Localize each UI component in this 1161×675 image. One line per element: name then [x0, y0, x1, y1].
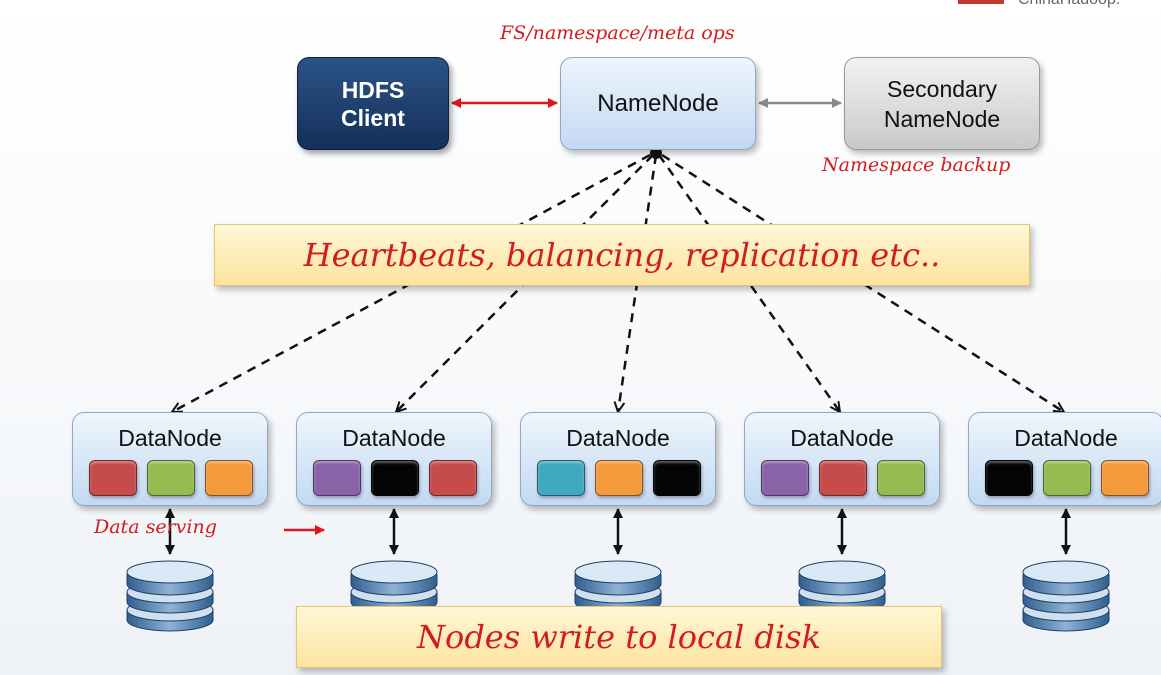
local-disk-banner-text: Nodes write to local disk [417, 618, 821, 656]
client-label-line1: HDFS [341, 76, 405, 103]
data-block-red [89, 460, 137, 496]
namespace-backup-label: Namespace backup [822, 154, 1011, 176]
hdfs-client-node: HDFS Client [297, 57, 449, 150]
heartbeat-banner-text: Heartbeats, balancing, replication etc.. [303, 236, 941, 274]
client-label-line2: Client [341, 104, 405, 131]
data-block-teal [537, 460, 585, 496]
data-block-orange [595, 460, 643, 496]
data-block-black [985, 460, 1033, 496]
datanode-label: DataNode [566, 425, 670, 451]
heartbeat-line-1 [172, 153, 651, 414]
data-block-purple [313, 460, 361, 496]
data-block-red [819, 460, 867, 496]
datanode-label: DataNode [342, 425, 446, 451]
disk-arrows [165, 508, 1071, 555]
block-group [761, 460, 925, 496]
secondary-label-line1: Secondary [887, 75, 997, 102]
data-block-red [429, 460, 477, 496]
block-group [985, 460, 1149, 496]
meta-ops-label: FS/namespace/meta ops [500, 22, 735, 44]
block-group [537, 460, 701, 496]
block-group [313, 460, 477, 496]
datanode-3: DataNode [520, 412, 716, 506]
data-block-black [371, 460, 419, 496]
data-block-green [1043, 460, 1091, 496]
data-block-purple [761, 460, 809, 496]
datanode-5: DataNode [968, 412, 1161, 506]
local-disk-icon [125, 558, 215, 634]
data-block-green [147, 460, 195, 496]
datanode-2: DataNode [296, 412, 492, 506]
datanode-1: DataNode [72, 412, 268, 506]
data-serving-label: Data serving [94, 516, 217, 538]
watermark-text: ChinaHadoop. [1018, 0, 1120, 9]
namenode-label: NameNode [597, 89, 719, 117]
heartbeat-line-4 [657, 154, 840, 412]
local-disk-icon [1021, 558, 1111, 634]
heartbeat-banner: Heartbeats, balancing, replication etc.. [214, 224, 1030, 286]
data-block-green [877, 460, 925, 496]
datanode-label: DataNode [118, 425, 222, 451]
watermark-bar [958, 0, 1004, 4]
secondary-namenode-node: Secondary NameNode [844, 57, 1040, 150]
data-block-orange [1101, 460, 1149, 496]
namenode-hub-dot [650, 147, 662, 159]
data-block-black [653, 460, 701, 496]
datanode-label: DataNode [790, 425, 894, 451]
local-disk-banner: Nodes write to local disk [296, 606, 942, 668]
block-group [89, 460, 253, 496]
namenode-node: NameNode [560, 57, 756, 150]
data-block-orange [205, 460, 253, 496]
datanode-label: DataNode [1014, 425, 1118, 451]
secondary-label-line2: NameNode [883, 105, 1001, 132]
datanode-4: DataNode [744, 412, 940, 506]
